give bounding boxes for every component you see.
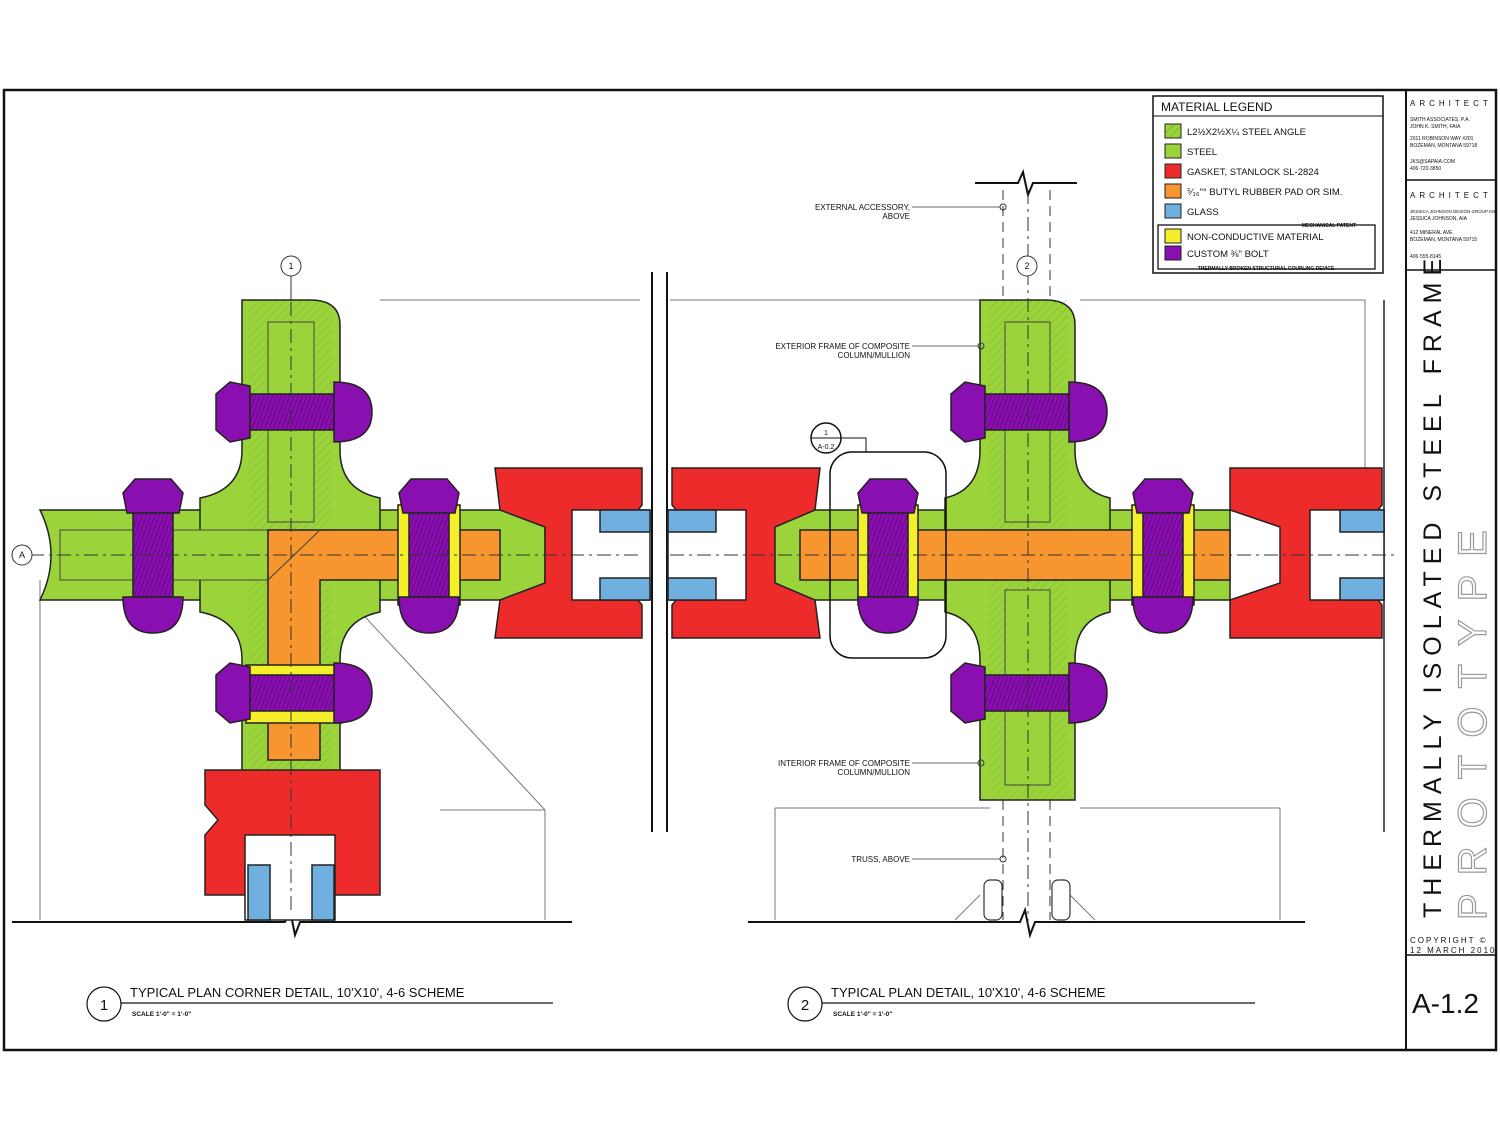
copyright-line-1: COPYRIGHT © — [1410, 936, 1488, 945]
detail-2-title: TYPICAL PLAN DETAIL, 10'X10', 4-6 SCHEME — [831, 985, 1106, 1000]
legend-item: CUSTOM ⅜" BOLT — [1164, 245, 1269, 261]
architect-2-line: 406·555·8145 — [1410, 254, 1441, 260]
detail-1-scale: SCALE 1'-0" = 1'-0" — [132, 1011, 191, 1018]
architect-1-line: JOHN K. SMITH, FAIA — [1410, 124, 1461, 130]
sheet-border — [2, 88, 1498, 1052]
grid-bubble-a — [11, 544, 33, 566]
grid-bubble-a-label: A — [19, 550, 25, 560]
note-interior-frame-1: INTERIOR FRAME OF COMPOSITE — [778, 759, 910, 768]
architect-2-line: JESSICA JOHNSON, AIA — [1410, 216, 1468, 222]
note-truss: TRUSS, ABOVE — [851, 855, 910, 864]
legend-item: STEEL — [1164, 143, 1217, 159]
detail-2-number: 2 — [801, 997, 809, 1014]
architect-2-line: 412 MINERAL AVE. — [1410, 230, 1454, 236]
architect-1-line: 2011 ROBINSON WAY #201 — [1410, 136, 1474, 142]
legend-label: NON-CONDUCTIVE MATERIAL — [1187, 232, 1324, 243]
legend-item: GASKET, STANLOCK SL-2824 — [1164, 163, 1319, 179]
note-interior-frame-2: COLUMN/MULLION — [838, 768, 911, 777]
detail-1-title: TYPICAL PLAN CORNER DETAIL, 10'X10', 4-6… — [130, 985, 465, 1000]
legend-label: GASKET, STANLOCK SL-2824 — [1187, 167, 1319, 178]
grid-bubble-2-label: 2 — [1024, 261, 1029, 271]
note-exterior-frame-2: COLUMN/MULLION — [838, 351, 911, 360]
legend-item: GLASS — [1164, 203, 1219, 219]
architect-2-line: JESSICA JOHNSON DESIGN GROUP INC. — [1410, 209, 1498, 214]
detail-1-number: 1 — [100, 997, 108, 1014]
legend-label: L2½X2½X¼ STEEL ANGLE — [1187, 127, 1306, 138]
material-legend: MATERIAL LEGEND L2½X2½X¼ STEEL ANGLE STE… — [1152, 95, 1384, 274]
note-external-accessory-1: EXTERNAL ACCESSORY, — [815, 203, 910, 212]
architect-1-lines: SMITH ASSOCIATES, P.A. JOHN K. SMITH, FA… — [1410, 117, 1477, 172]
copyright-line-2: 12 MARCH 2010 — [1410, 946, 1496, 955]
title-block: ARCHITECT SMITH ASSOCIATES, P.A. JOHN K.… — [1410, 99, 1498, 1019]
legend-label: CUSTOM ⅜" BOLT — [1187, 249, 1269, 260]
architect-1-line: BOZEMAN, MONTANA 59718 — [1410, 143, 1477, 149]
note-exterior-frame-1: EXTERIOR FRAME OF COMPOSITE — [775, 342, 910, 351]
section-ref-number: 1 — [824, 430, 828, 437]
wall-break-lines — [651, 272, 668, 832]
detail-1-drawing — [30, 275, 651, 921]
grid-bubble-1-label: 1 — [288, 261, 293, 271]
patent-label: MECHANICAL PATENT — [1302, 223, 1356, 229]
grid-bubble-1 — [280, 255, 302, 277]
note-external-accessory-2: ABOVE — [882, 212, 910, 221]
architect-1-line: 406·720·3850 — [1410, 166, 1441, 172]
legend-label: ⁵⁄₁₆"° BUTYL RUBBER PAD OR SIM. — [1187, 187, 1342, 198]
detail-1-caption: 1 TYPICAL PLAN CORNER DETAIL, 10'X10', 4… — [86, 985, 553, 1022]
legend-item: NON-CONDUCTIVE MATERIAL — [1164, 228, 1324, 244]
project-subtitle: PROTOTYPE — [1451, 512, 1495, 920]
detail-2-scale: SCALE 1'-0" = 1'-0" — [833, 1011, 892, 1018]
detail-2-caption: 2 TYPICAL PLAN DETAIL, 10'X10', 4-6 SCHE… — [787, 985, 1255, 1022]
project-title: THERMALLY ISOLATED STEEL FRAME — [1419, 252, 1447, 918]
architect-heading-1: ARCHITECT — [1410, 99, 1492, 108]
grid-bubble-2 — [1016, 255, 1038, 277]
device-label: THERMALLY BROKEN STRUCTURAL COUPLING DEV… — [1198, 266, 1335, 272]
drawing-notes: EXTERNAL ACCESSORY, ABOVE EXTERIOR FRAME… — [775, 203, 1007, 864]
architect-1-line: SMITH ASSOCIATES, P.A. — [1410, 117, 1470, 123]
architect-2-lines: JESSICA JOHNSON DESIGN GROUP INC. JESSIC… — [1410, 209, 1498, 260]
sheet-number: A-1.2 — [1412, 988, 1479, 1019]
section-ref-sheet: A-0.2 — [818, 444, 835, 451]
detail-2-drawing — [667, 190, 1395, 925]
legend-item: L2½X2½X¼ STEEL ANGLE — [1164, 123, 1306, 139]
architect-2-line: BOZEMAN, MONTANA 59715 — [1410, 237, 1477, 243]
architect-1-line: JKS@SAPAIA.COM — [1410, 159, 1455, 165]
legend-label: GLASS — [1187, 207, 1219, 218]
legend-title: MATERIAL LEGEND — [1161, 100, 1273, 114]
legend-label: STEEL — [1187, 147, 1217, 158]
grid-bubbles: 1 2 A — [11, 255, 1038, 566]
legend-item: ⁵⁄₁₆"° BUTYL RUBBER PAD OR SIM. — [1164, 183, 1342, 199]
architect-heading-2: ARCHITECT — [1410, 191, 1492, 200]
section-reference: 1 A-0.2 — [810, 422, 867, 454]
